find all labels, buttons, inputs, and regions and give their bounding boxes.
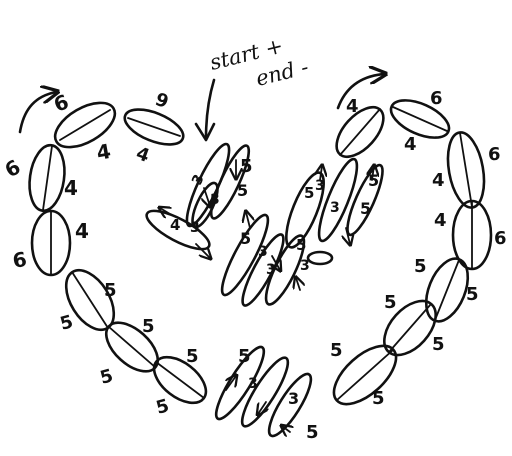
count-label: 5 [142, 316, 155, 337]
count-label: 4 [75, 219, 89, 243]
petal [443, 130, 490, 211]
curved-arrow-left [20, 92, 56, 132]
start-end-note: start + end - [196, 34, 311, 140]
petal [32, 211, 70, 275]
count-label: 5 [186, 346, 199, 367]
count-label: 5 [306, 422, 319, 443]
count-label: 5 [98, 365, 116, 389]
count-label: 5 [238, 346, 251, 367]
count-label: 6 [1, 155, 25, 183]
count-label: 4 [346, 96, 359, 117]
count-label: 5 [240, 156, 253, 177]
count-label: 5 [360, 199, 371, 218]
count-label: 6 [494, 228, 507, 249]
count-label: 4 [432, 170, 445, 191]
petal [26, 143, 69, 213]
count-label: 3 [315, 178, 325, 194]
count-label: 5 [58, 311, 76, 335]
count-label: 6 [430, 88, 443, 109]
count-label: 5 [154, 395, 172, 419]
count-label: 5 [372, 388, 385, 409]
petal [386, 93, 455, 146]
count-label: 5 [330, 340, 343, 361]
count-label: 9 [152, 89, 171, 113]
count-label: 5 [466, 284, 479, 305]
count-label: 3 [190, 220, 200, 236]
count-label: 3 [258, 244, 268, 260]
count-label: 5 [368, 171, 379, 190]
count-label: 5 [384, 292, 397, 313]
count-label: 3 [300, 258, 310, 274]
stitch-count-labels: 6 9 4 4 6 4 4 6 5 5 5 5 5 5 5 3 5 3 4 3 … [1, 88, 507, 443]
count-label: 6 [11, 247, 29, 273]
count-label: 4 [434, 210, 447, 231]
count-label: 3 [266, 262, 276, 278]
count-label: 5 [296, 236, 306, 254]
count-label: 5 [104, 280, 117, 301]
bottom-loops [209, 342, 317, 441]
count-label: 4 [95, 139, 113, 165]
count-label: 5 [240, 229, 251, 248]
count-label: 5 [432, 334, 445, 355]
petal [120, 102, 188, 151]
count-label: 4 [133, 143, 152, 167]
count-label: 3 [330, 200, 340, 216]
count-label: 4 [404, 134, 417, 155]
count-label: 3 [189, 172, 208, 188]
count-label: 6 [51, 89, 72, 116]
count-label: 3 [210, 192, 220, 208]
count-label: 6 [488, 144, 501, 165]
count-label: 4 [64, 176, 78, 200]
count-label: 5 [304, 184, 314, 202]
count-label: 5 [414, 256, 427, 277]
count-label: 3 [248, 376, 258, 392]
count-label: 3 [288, 389, 299, 408]
count-label: 4 [170, 216, 180, 234]
count-label: 5 [237, 181, 248, 200]
curved-arrow-right [338, 74, 384, 108]
